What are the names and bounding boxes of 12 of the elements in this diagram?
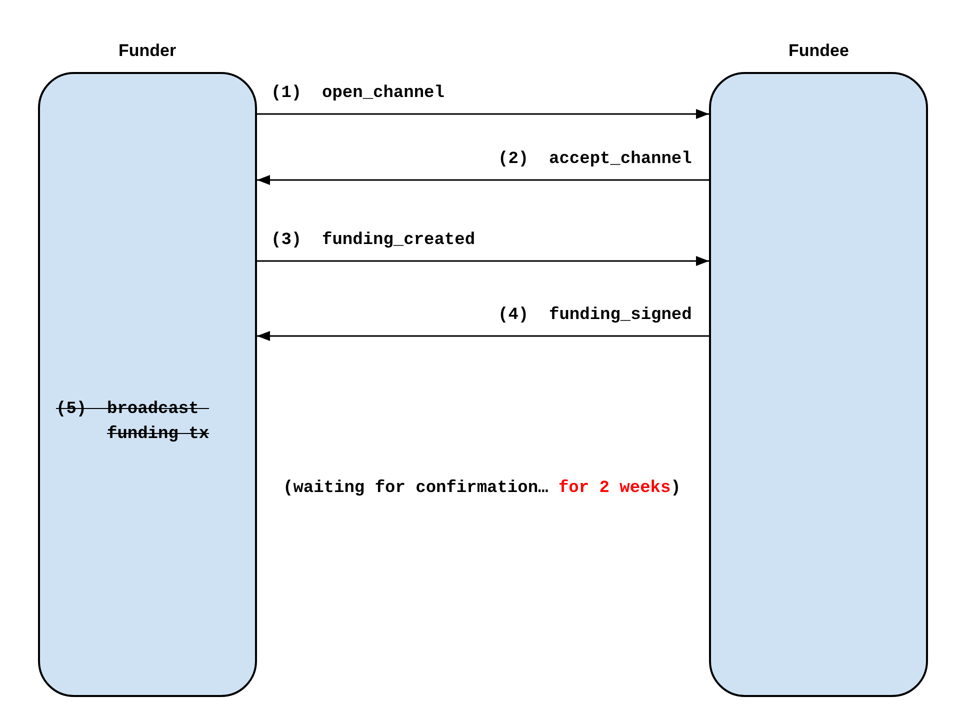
edge-label: (2) accept_channel xyxy=(498,150,692,170)
edge-label: (4) funding_signed xyxy=(498,306,692,326)
edge-label: (1) open_channel xyxy=(271,84,444,104)
arrow xyxy=(257,331,709,341)
struck-through-note: (5) broadcast funding tx xyxy=(56,399,210,446)
column-heading: Funder xyxy=(118,41,176,61)
column-heading: Fundee xyxy=(788,41,849,61)
arrow xyxy=(257,256,709,266)
arrow xyxy=(257,109,709,119)
edge-label: (3) funding_created xyxy=(271,231,476,251)
arrow xyxy=(257,175,709,185)
status-note: (waiting for confirmation… for 2 weeks) xyxy=(283,479,681,499)
